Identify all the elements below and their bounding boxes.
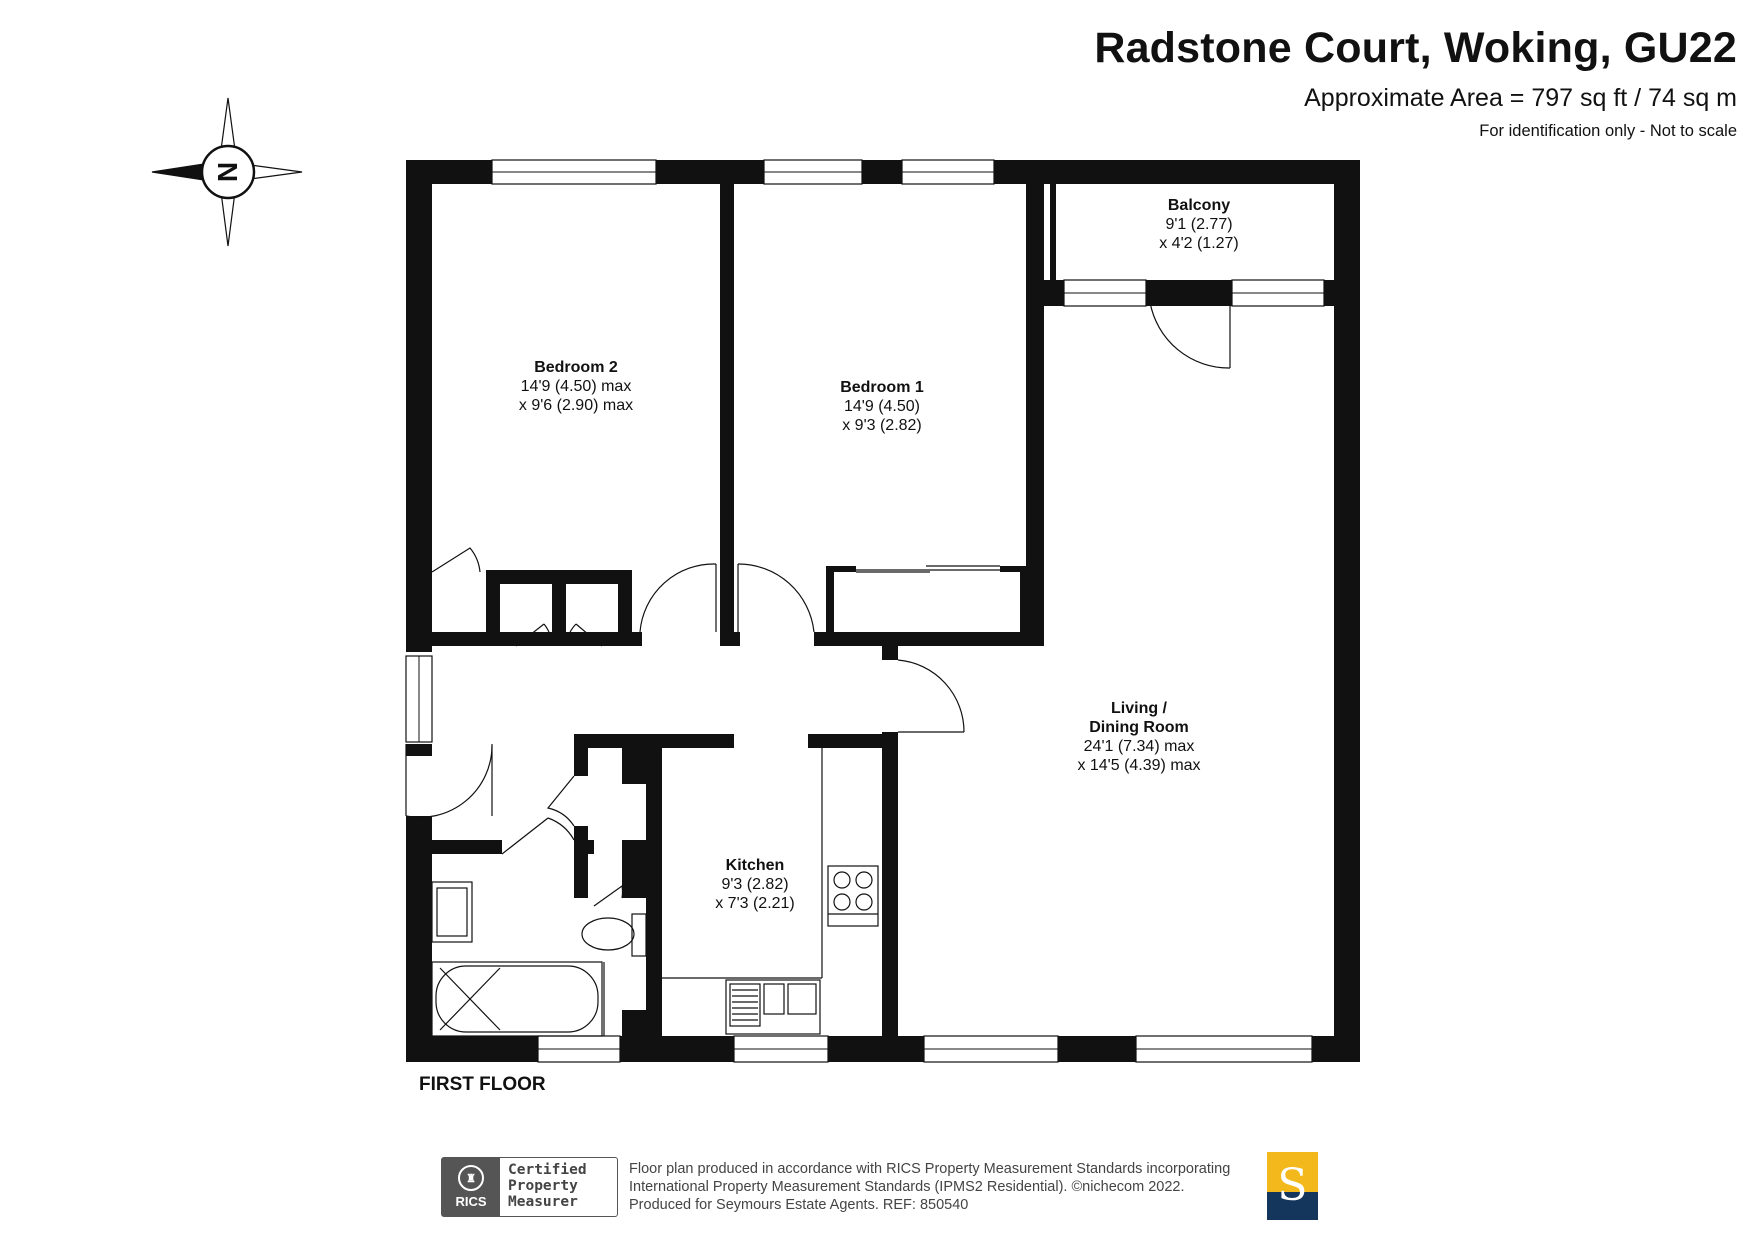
balcony-dim1: 9'1 (2.77)	[1165, 216, 1232, 233]
bath-icon	[431, 961, 603, 1037]
rics-emblem-icon: ♜	[458, 1165, 484, 1191]
agent-logo-letter: S	[1277, 1160, 1308, 1211]
walls	[406, 160, 1360, 1062]
rics-logo: ♜ RICS	[442, 1158, 500, 1216]
approximate-area: Approximate Area = 797 sq ft / 74 sq m	[1304, 84, 1737, 112]
kitchen-dim2: x 7'3 (2.21)	[715, 895, 795, 912]
doors	[405, 301, 1231, 907]
toilet-icon	[581, 917, 635, 951]
living-name1: Living /	[1111, 700, 1168, 717]
scale-note: For identification only - Not to scale	[1479, 122, 1737, 140]
cert-line-2: Property	[508, 1178, 578, 1194]
fixtures	[431, 748, 879, 1037]
window-lines	[418, 171, 1324, 1050]
bedroom1-dim2: x 9'3 (2.82)	[842, 417, 922, 434]
compass-letter: N	[212, 162, 243, 182]
living-name2: Dining Room	[1089, 719, 1189, 736]
floor-label: FIRST FLOOR	[419, 1074, 546, 1095]
living-dim1: 24'1 (7.34) max	[1084, 738, 1195, 755]
credit-text: Floor plan produced in accordance with R…	[629, 1160, 1230, 1214]
page-title: Radstone Court, Woking, GU22	[1094, 24, 1737, 72]
bedroom1-dim1: 14'9 (4.50)	[844, 398, 920, 415]
kitchen-name: Kitchen	[726, 857, 785, 874]
hob-icon	[827, 865, 879, 927]
rics-logo-text: RICS	[455, 1194, 487, 1209]
kitchen-dim1: 9'3 (2.82)	[721, 876, 788, 893]
sink-icon	[725, 979, 821, 1035]
cert-line-3: Measurer	[508, 1194, 578, 1210]
bedroom1-name: Bedroom 1	[840, 379, 924, 396]
cert-line-1: Certified	[508, 1162, 587, 1178]
rics-certified-badge: ♜ RICS Certified Property Measurer	[441, 1157, 618, 1217]
agent-logo: S	[1267, 1152, 1318, 1220]
credit-line-2: International Property Measurement Stand…	[629, 1179, 1185, 1195]
balcony-name: Balcony	[1168, 197, 1230, 214]
bedroom2-dim1: 14'9 (4.50) max	[521, 378, 632, 395]
basin-icon	[431, 881, 473, 943]
balcony-dim2: x 4'2 (1.27)	[1159, 235, 1239, 252]
credit-line-3: Produced for Seymours Estate Agents. REF…	[629, 1197, 969, 1213]
living-dim2: x 14'5 (4.39) max	[1077, 757, 1200, 774]
bedroom2-name: Bedroom 2	[534, 359, 618, 376]
credit-line-1: Floor plan produced in accordance with R…	[629, 1161, 1231, 1177]
bedroom2-dim2: x 9'6 (2.90) max	[519, 397, 633, 414]
compass-icon: N	[151, 97, 303, 247]
